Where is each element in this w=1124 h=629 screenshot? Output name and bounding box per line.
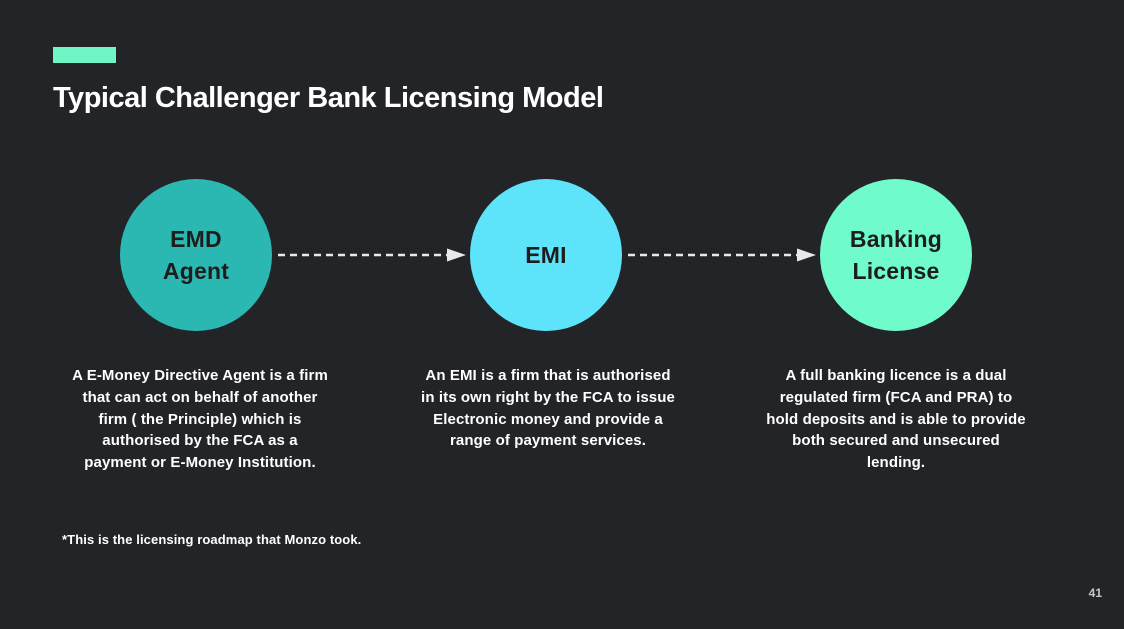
node-emd-agent: EMD Agent bbox=[120, 179, 272, 331]
step-description-banking-license: A full banking licence is a dual regulat… bbox=[766, 367, 1026, 471]
node-banking-license: Banking License bbox=[820, 179, 972, 331]
step-description-emd-agent: A E-Money Directive Agent is a firm that… bbox=[72, 367, 328, 471]
flow-arrow-icon bbox=[628, 248, 816, 262]
node-banking-license-label: Banking License bbox=[849, 225, 943, 284]
flow-arrow-icon bbox=[278, 248, 466, 262]
node-emi-label: EMI bbox=[525, 241, 567, 268]
footnote: *This is the licensing roadmap that Monz… bbox=[62, 532, 362, 547]
page-number: 41 bbox=[1088, 586, 1102, 600]
node-emi: EMI bbox=[470, 179, 622, 331]
step-description-emi: An EMI is a firm that is authorised in i… bbox=[421, 367, 675, 450]
slide-title: Typical Challenger Bank Licensing Model bbox=[53, 82, 604, 114]
node-emd-agent-label: EMD Agent bbox=[162, 225, 230, 284]
accent-bar bbox=[53, 47, 116, 63]
